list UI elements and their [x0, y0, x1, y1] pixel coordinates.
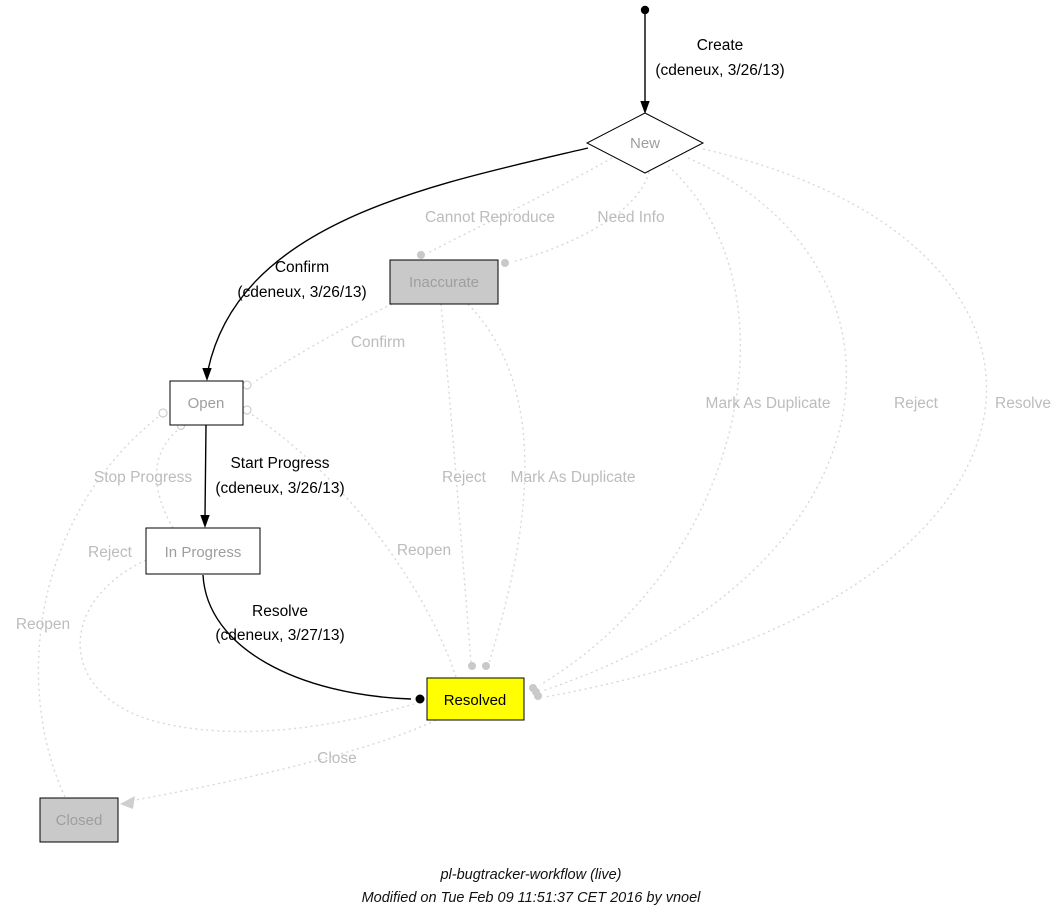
edge-start-progress-line	[204, 424, 207, 518]
edge-label-cannot-reproduce: Cannot Reproduce	[425, 209, 555, 226]
footer-modified: Modified on Tue Feb 09 11:51:37 CET 2016…	[362, 890, 702, 906]
in-progress-box	[145, 527, 261, 575]
edge-mark-as-duplicate-right	[539, 165, 742, 686]
edge-label-resolve-right: Resolve	[995, 395, 1051, 412]
start-node	[640, 5, 650, 15]
edge-endpoint-dot	[501, 259, 509, 267]
edge-reject-left	[79, 559, 415, 733]
create-arrowhead	[640, 101, 650, 114]
node-label-inaccurate: Inaccurate	[409, 274, 479, 291]
edge-reopen-left	[37, 416, 159, 798]
closed-box	[39, 797, 119, 843]
edge-label-reject-right: Reject	[894, 395, 939, 412]
edge-close	[129, 719, 437, 802]
confirm-arrowhead	[202, 368, 212, 381]
edge-label-close: Close	[317, 750, 357, 767]
resolved-box	[426, 677, 525, 721]
node-closed: Closed	[39, 797, 119, 843]
node-in-progress: In Progress	[145, 527, 261, 575]
inaccurate-box	[389, 259, 499, 305]
edge-label-reject-mid: Reject	[442, 469, 487, 486]
edge-label-mark-as-duplicate-mid: Mark As Duplicate	[511, 469, 636, 486]
edge-label-stop-progress: Stop Progress	[94, 469, 192, 486]
node-resolved: Resolved	[426, 677, 525, 721]
edge-label-confirm: Confirm	[275, 259, 329, 276]
edge-mark-as-duplicate-mid	[467, 303, 526, 664]
node-label-in-progress: In Progress	[165, 544, 242, 561]
footer-title: pl-bugtracker-workflow (live)	[439, 867, 621, 883]
edge-label-resolve-detail: (cdeneux, 3/27/13)	[215, 627, 344, 644]
edge-label-confirm-dotted: Confirm	[351, 334, 405, 351]
node-label-closed: Closed	[56, 812, 103, 829]
edge-label-confirm-detail: (cdeneux, 3/26/13)	[237, 284, 366, 301]
edge-label-create: Create	[697, 37, 744, 54]
edge-endpoint-ring	[242, 405, 252, 415]
node-label-resolved: Resolved	[444, 692, 507, 709]
edge-label-reopen-left: Reopen	[16, 616, 70, 633]
edge-resolve-right	[544, 148, 988, 698]
edge-label-start-progress: Start Progress	[230, 455, 329, 472]
edge-label-create-detail: (cdeneux, 3/26/13)	[655, 62, 784, 79]
resolve-endpoint-dot	[415, 694, 425, 704]
edge-label-need-info: Need Info	[597, 209, 664, 226]
edge-label-resolve: Resolve	[252, 603, 308, 620]
node-inaccurate: Inaccurate	[389, 259, 499, 305]
new-diamond	[585, 112, 705, 174]
edge-resolve-line	[202, 574, 412, 700]
edge-confirm-dotted	[252, 303, 393, 384]
edge-reopen-mid	[247, 411, 457, 678]
edge-endpoint-ring	[242, 380, 252, 390]
node-label-new: New	[630, 135, 660, 152]
edge-endpoint-ring	[158, 408, 168, 418]
edge-endpoint-dot	[482, 662, 490, 670]
node-new: New	[585, 112, 705, 174]
node-open: Open	[169, 380, 244, 426]
edge-label-mark-as-duplicate-right: Mark As Duplicate	[706, 395, 831, 412]
open-box	[169, 380, 244, 426]
edge-reject-mid	[440, 303, 472, 664]
edge-endpoint-dot	[534, 692, 542, 700]
edge-reject-right	[541, 157, 848, 692]
edge-confirm-line	[207, 147, 589, 371]
edge-label-start-progress-detail: (cdeneux, 3/26/13)	[215, 480, 344, 497]
edge-label-reject-left: Reject	[88, 544, 133, 561]
edge-need-info	[511, 171, 650, 263]
start-progress-arrowhead	[200, 515, 210, 528]
edge-label-reopen-mid: Reopen	[397, 542, 451, 559]
edge-endpoint-dot	[417, 251, 425, 259]
edge-endpoint-dot	[468, 662, 476, 670]
close-arrowhead	[120, 796, 135, 809]
node-label-open: Open	[188, 395, 225, 412]
edge-cannot-reproduce	[427, 157, 613, 254]
